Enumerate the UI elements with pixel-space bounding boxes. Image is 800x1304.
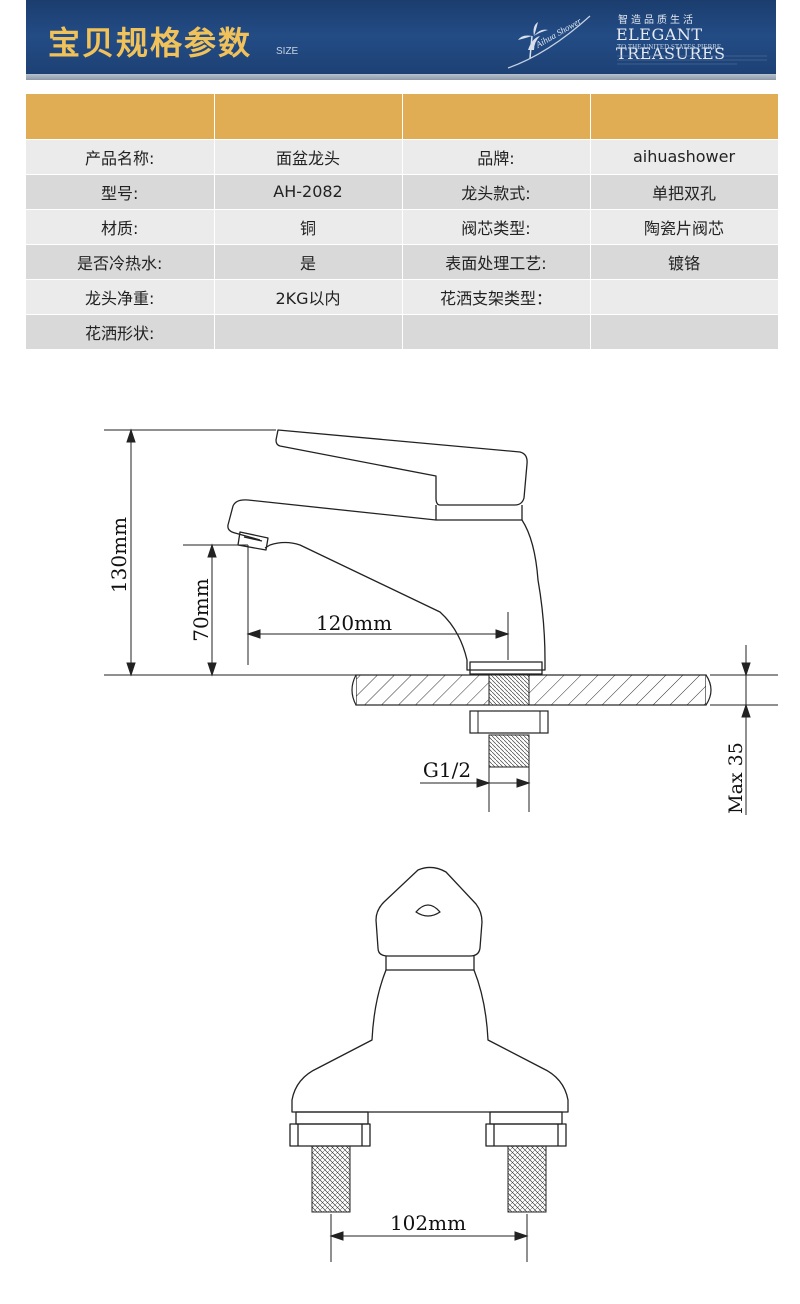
spec-value: 面盆龙头 — [214, 139, 403, 175]
hole-spacing-label: 102mm — [390, 1211, 466, 1235]
spec-value: AH-2082 — [214, 174, 403, 210]
spec-header-cell — [26, 94, 215, 140]
table-row: 产品名称: 面盆龙头 品牌: aihuashower — [26, 139, 779, 175]
spec-value: 是 — [214, 244, 403, 280]
spec-label: 龙头净重: — [26, 279, 215, 315]
spec-label: 花洒形状: — [26, 314, 215, 350]
spec-value: 镀铬 — [590, 244, 779, 280]
spec-header-cell — [590, 94, 779, 140]
decorative-lines — [617, 55, 767, 65]
reach-dimension-label: 120mm — [316, 611, 392, 635]
spec-label: 阀芯类型: — [402, 209, 591, 245]
spec-label — [402, 314, 591, 350]
spec-value: aihuashower — [590, 139, 779, 175]
spec-value: 铜 — [214, 209, 403, 245]
slogan-sub: TO THE UNITED STATES PIERRE — [617, 43, 722, 51]
spec-label: 型号: — [26, 174, 215, 210]
thread-size-label: G1/2 — [423, 758, 471, 782]
brand-logo: Aihua Shower — [498, 10, 598, 72]
spec-label: 花洒支架类型： — [402, 279, 591, 315]
side-view-drawing: 130mm 70mm 120mm G1/2 Max 35 — [0, 400, 800, 830]
spec-value — [590, 279, 779, 315]
table-row: 材质: 铜 阀芯类型: 陶瓷片阀芯 — [26, 209, 779, 245]
front-view-drawing: 102mm — [0, 860, 800, 1280]
spec-value — [214, 314, 403, 350]
spec-label: 是否冷热水: — [26, 244, 215, 280]
spec-table: 产品名称: 面盆龙头 品牌: aihuashower 型号: AH-2082 龙… — [26, 94, 779, 350]
spec-value: 陶瓷片阀芯 — [590, 209, 779, 245]
table-row: 型号: AH-2082 龙头款式: 单把双孔 — [26, 174, 779, 210]
table-row: 龙头净重: 2KG以内 花洒支架类型： — [26, 279, 779, 315]
spec-header-row — [26, 94, 779, 140]
page-title: 宝贝规格参数 — [48, 24, 253, 62]
spout-height-dimension-label: 70mm — [189, 578, 213, 641]
spec-label: 材质: — [26, 209, 215, 245]
spec-label: 表面处理工艺: — [402, 244, 591, 280]
logo-text: Aihua Shower — [533, 15, 583, 50]
size-label: SIZE — [276, 46, 299, 57]
spec-value: 单把双孔 — [590, 174, 779, 210]
spec-header-cell — [402, 94, 591, 140]
spec-header-cell — [214, 94, 403, 140]
spec-label: 品牌: — [402, 139, 591, 175]
table-row: 花洒形状: — [26, 314, 779, 350]
spec-label: 龙头款式: — [402, 174, 591, 210]
table-row: 是否冷热水: 是 表面处理工艺: 镀铬 — [26, 244, 779, 280]
height-dimension-label: 130mm — [107, 517, 131, 593]
slogan-en: ELEGANT TREASURES — [616, 25, 726, 63]
spec-value: 2KG以内 — [214, 279, 403, 315]
slogan-cn: 智造品质生活 — [618, 15, 696, 26]
header-banner: 宝贝规格参数 SIZE Aihua Shower 智造品质生活 ELEGANT … — [26, 0, 776, 80]
spec-label: 产品名称: — [26, 139, 215, 175]
spec-value — [590, 314, 779, 350]
max-thickness-label: Max 35 — [725, 742, 747, 814]
